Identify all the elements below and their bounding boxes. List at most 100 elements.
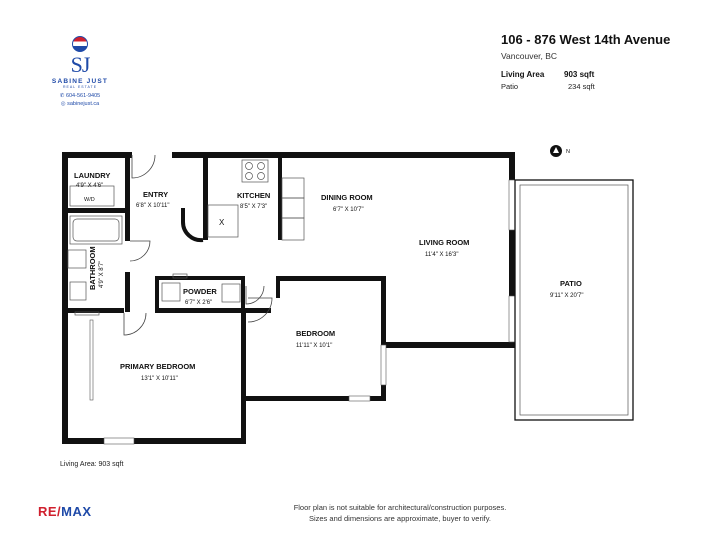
window xyxy=(348,395,371,402)
walls xyxy=(62,152,515,444)
property-address: 106 - 876 West 14th Avenue xyxy=(501,32,671,47)
wall xyxy=(509,152,515,348)
agent-phone: 604-561-9405 xyxy=(65,93,101,99)
area-value: 903 sqft xyxy=(564,70,595,79)
patio-inner xyxy=(519,184,629,416)
area-value: 234 sqft xyxy=(568,82,595,91)
area-row-patio: Patio 234 sqft xyxy=(501,82,601,94)
window xyxy=(103,437,135,445)
disclaimer-line: Floor plan is not suitable for architect… xyxy=(293,503,507,512)
room-dims-entry: 6'8" X 10'11" xyxy=(136,203,169,209)
wall xyxy=(62,308,124,313)
window xyxy=(380,344,387,386)
room-name-laundry: LAUNDRY xyxy=(74,171,110,180)
disclaimer-line: Sizes and dimensions are approximate, bu… xyxy=(308,514,492,523)
wall xyxy=(155,276,245,280)
wall xyxy=(125,213,130,241)
room-name-bathroom: BATHROOM xyxy=(88,246,97,290)
room-name-patio: PATIO xyxy=(560,279,582,288)
kitchen-sink xyxy=(281,177,305,199)
bathroom-vanity xyxy=(67,249,87,269)
room-name-entry: ENTRY xyxy=(143,190,168,199)
wall xyxy=(278,158,282,240)
washer-dryer-label: W/D xyxy=(84,197,95,203)
burner xyxy=(257,172,265,180)
kitchen-curve xyxy=(180,208,204,243)
brokerage-logo: RE/MAX xyxy=(38,504,92,519)
fridge xyxy=(207,204,239,238)
wall xyxy=(241,276,245,312)
washer-dryer xyxy=(69,185,115,207)
wall xyxy=(172,152,515,158)
room-dims-patio: 9'11" X 20'7" xyxy=(550,293,583,299)
kitchen-sink xyxy=(281,197,305,219)
bathtub xyxy=(69,215,123,245)
bedroom-2-door xyxy=(247,297,273,323)
bathroom-door xyxy=(129,240,151,262)
fridge-mark: X xyxy=(219,218,225,227)
room-dims-living: 11'4" X 16'3" xyxy=(425,252,458,258)
room-dims-dining: 6'7" X 10'7" xyxy=(333,207,364,213)
fixtures xyxy=(67,159,305,316)
balloon-icon xyxy=(72,36,88,52)
disclaimer: Floor plan is not suitable for architect… xyxy=(240,502,560,524)
room-name-primary: PRIMARY BEDROOM xyxy=(120,362,195,371)
area-row-living: Living Area 903 sqft xyxy=(501,70,601,82)
room-name-living: LIVING ROOM xyxy=(419,238,469,247)
wall xyxy=(276,276,386,281)
room-dims-primary: 13'1" X 10'11" xyxy=(141,376,178,382)
brokerage-logo-part: MAX xyxy=(61,504,92,519)
room-dims-bathroom: 4'9" X 8'7" xyxy=(99,261,105,288)
room-dims-laundry: 4'9" X 4'6" xyxy=(76,183,103,189)
room-name-bedroom: BEDROOM xyxy=(296,329,335,338)
wall xyxy=(62,438,104,444)
windows xyxy=(89,179,516,445)
powder-toilet xyxy=(161,282,181,302)
total-area-note: Living Area: 903 sqft xyxy=(60,461,124,468)
room-dims-powder: 6'7" X 2'6" xyxy=(185,300,212,306)
agent-website: sabinejust.ca xyxy=(67,101,100,107)
globe-icon: ◎ xyxy=(60,101,68,107)
doors xyxy=(123,154,273,336)
kitchen-counter xyxy=(281,217,305,241)
wall xyxy=(276,276,280,298)
room-name-powder: POWDER xyxy=(183,287,217,296)
burner xyxy=(245,172,253,180)
wall xyxy=(203,152,208,240)
wall xyxy=(381,276,386,401)
entry-door xyxy=(131,154,156,179)
wall xyxy=(155,308,271,313)
area-summary: Living Area 903 sqft Patio 234 sqft xyxy=(501,70,601,94)
wall xyxy=(370,396,386,401)
wall xyxy=(381,342,515,348)
room-labels: LAUNDRY 4'9" X 4'6" ENTRY 6'8" X 10'11" … xyxy=(74,171,583,382)
room-name-kitchen: KITCHEN xyxy=(237,191,270,200)
agent-name: SABINE JUST xyxy=(51,78,109,85)
window xyxy=(89,319,94,401)
wall xyxy=(125,272,130,312)
room-dims-kitchen: 8'5" X 7'3" xyxy=(240,204,267,210)
north-label: N xyxy=(566,149,570,155)
powder-sink xyxy=(221,283,241,303)
window xyxy=(508,295,516,343)
brokerage-logo-part: RE/ xyxy=(38,504,62,519)
wall xyxy=(125,152,130,213)
toilet xyxy=(69,281,87,301)
area-label: Living Area xyxy=(501,70,545,79)
burner xyxy=(245,162,253,170)
agent-web-row: ◎ sabinejust.ca xyxy=(45,100,115,108)
wall xyxy=(155,276,159,312)
north-arrow-pointer xyxy=(553,147,559,153)
wall xyxy=(134,438,246,444)
powder-door xyxy=(245,285,265,305)
room-name-dining: DINING ROOM xyxy=(321,193,373,202)
wall xyxy=(241,310,246,444)
area-label: Patio xyxy=(501,82,519,91)
stove xyxy=(241,159,269,183)
bathtub-basin xyxy=(72,218,120,242)
window xyxy=(508,179,516,231)
wall xyxy=(62,208,130,213)
wall xyxy=(62,152,132,158)
agent-contact: ✆ 604-561-9405 ◎ sabinejust.ca xyxy=(45,92,115,108)
closet-rail xyxy=(74,311,100,316)
